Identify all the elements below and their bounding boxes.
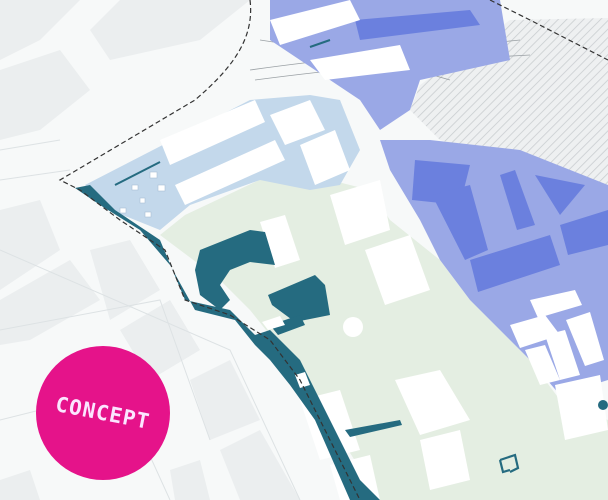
concept-stamp-label: CONCEPT (53, 392, 153, 434)
canal-spur (345, 420, 402, 437)
white-buildings (160, 0, 608, 500)
pond-east (268, 275, 330, 322)
dashed-boundary-line-north (489, 0, 608, 61)
pavilion-markers (119, 171, 166, 218)
pond-north (195, 230, 275, 310)
bridges (262, 316, 310, 388)
concept-stamp-icon: CONCEPT (36, 346, 170, 480)
dashed-boundary-line (58, 0, 361, 500)
canal-water (75, 185, 380, 500)
canal-branch (270, 315, 305, 335)
water-dot (598, 400, 608, 410)
periwinkle-buildings (355, 10, 608, 292)
street-blocks (0, 0, 300, 500)
kiosk-icon (498, 453, 520, 474)
site-strip-lines (114, 39, 331, 186)
